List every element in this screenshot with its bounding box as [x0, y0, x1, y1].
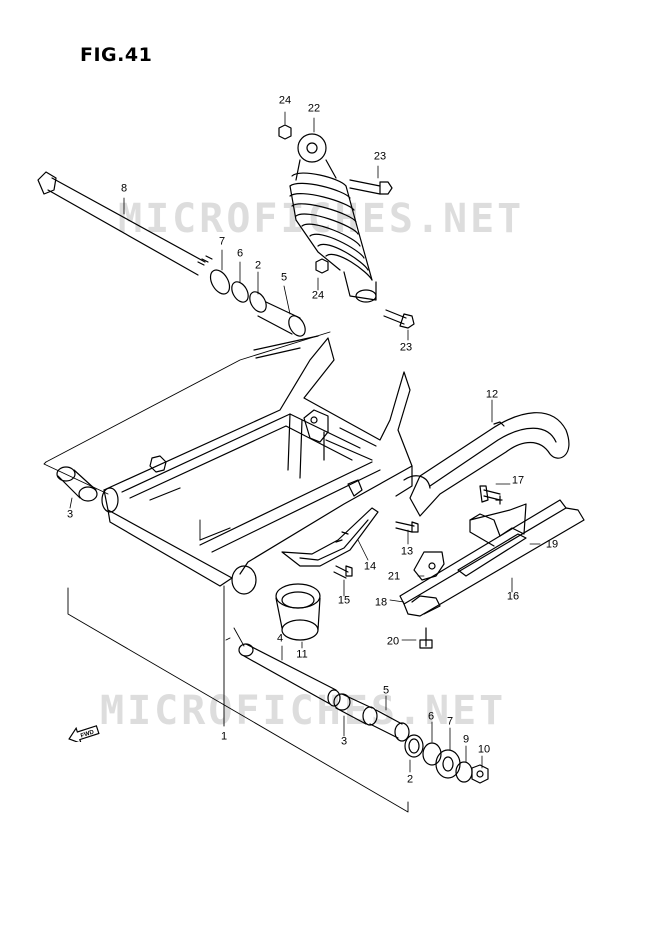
bushing-3-left	[56, 466, 98, 502]
watermark-bottom: MICROFICHES.NET	[100, 688, 507, 734]
callout-5-top: 5	[280, 271, 288, 284]
bracket-14	[281, 507, 379, 567]
callout-4: 4	[276, 632, 284, 645]
small-bolts	[333, 485, 501, 649]
callout-23-top: 23	[373, 150, 387, 163]
callout-18: 18	[374, 596, 388, 609]
callout-13: 13	[400, 545, 414, 558]
callout-leaders	[69, 111, 541, 773]
chain-case-16	[399, 495, 585, 617]
callout-16: 16	[506, 590, 520, 603]
callout-23-lower: 23	[399, 341, 413, 354]
callout-19: 19	[545, 538, 559, 551]
callout-15: 15	[337, 594, 351, 607]
leader-frame	[43, 331, 409, 813]
lower-shaft-stack	[238, 643, 489, 784]
chain-guard-12	[403, 412, 570, 517]
callout-2-top: 2	[254, 259, 262, 272]
callout-9: 9	[462, 733, 470, 746]
figure-title: FIG.41	[80, 44, 153, 66]
callout-20: 20	[386, 635, 400, 648]
callout-24-lower: 24	[311, 289, 325, 302]
callout-11: 11	[296, 648, 308, 661]
pivot-bolt-8	[37, 171, 213, 276]
callout-3-lower: 3	[340, 735, 348, 748]
callout-14: 14	[363, 560, 377, 573]
callout-3-left: 3	[66, 508, 74, 521]
callout-10: 10	[477, 743, 491, 756]
callout-1: 1	[220, 730, 228, 743]
rear-shock-absorber-22	[289, 133, 377, 303]
upper-bushing-stack	[209, 269, 306, 337]
callout-2-lower: 2	[406, 773, 414, 786]
callout-22: 22	[307, 102, 321, 115]
callout-24-top: 24	[278, 94, 292, 107]
shock-fasteners	[278, 124, 415, 329]
callout-12: 12	[485, 388, 499, 401]
swing-arm-1	[103, 335, 413, 587]
callout-8: 8	[120, 182, 128, 195]
callout-7-lower: 7	[446, 715, 454, 728]
callout-6-lower: 6	[427, 710, 435, 723]
swing-arm-bosses	[101, 487, 257, 595]
callout-7-top: 7	[218, 235, 226, 248]
forward-arrow-icon: FWD	[68, 725, 100, 742]
callout-21: 21	[387, 570, 401, 583]
callout-5-lower: 5	[382, 684, 390, 697]
callout-17: 17	[511, 474, 525, 487]
callout-6-top: 6	[236, 247, 244, 260]
bushing-11	[275, 583, 321, 641]
fwd-label: FWD	[80, 729, 95, 739]
